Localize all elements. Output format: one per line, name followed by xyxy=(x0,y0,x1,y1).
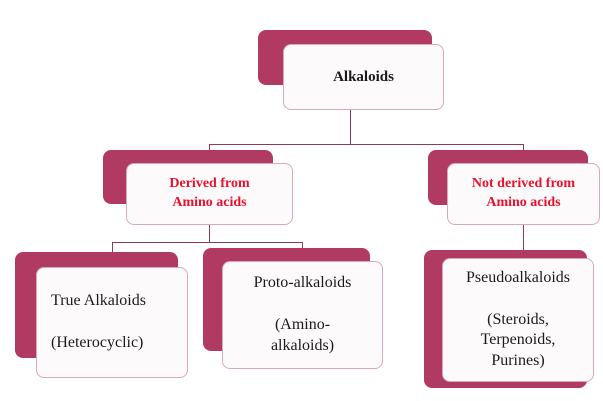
connector-root-bar xyxy=(209,144,524,145)
node-true-alkaloids-label: True Alkaloids (Heterocyclic) xyxy=(36,267,188,378)
connector-derived-drop xyxy=(209,144,210,151)
node-proto-alkaloids-label: Proto-alkaloids (Amino- alkaloids) xyxy=(222,261,383,369)
connector-derived-stem xyxy=(209,225,210,243)
connector-not-derived-drop xyxy=(523,144,524,151)
node-alkaloids-label: Alkaloids xyxy=(283,44,444,110)
node-pseudoalkaloids: Pseudoalkaloids (Steroids, Terpenoids, P… xyxy=(424,250,596,388)
node-not-derived-from-amino-acids: Not derived from Amino acids xyxy=(428,150,600,225)
connector-root-stem xyxy=(350,110,351,145)
node-derived-label: Derived from Amino acids xyxy=(126,163,293,225)
connector-true-alkaloids-drop xyxy=(112,242,113,253)
connector-proto-alkaloids-drop xyxy=(302,242,303,249)
node-alkaloids: Alkaloids xyxy=(258,30,444,110)
node-true-alkaloids: True Alkaloids (Heterocyclic) xyxy=(15,252,188,378)
node-proto-alkaloids: Proto-alkaloids (Amino- alkaloids) xyxy=(203,248,383,369)
node-not-derived-label: Not derived from Amino acids xyxy=(447,163,600,225)
connector-pseudoalkaloids-stem xyxy=(523,225,524,251)
node-pseudoalkaloids-label: Pseudoalkaloids (Steroids, Terpenoids, P… xyxy=(442,258,594,382)
connector-derived-bar xyxy=(112,242,303,243)
node-derived-from-amino-acids: Derived from Amino acids xyxy=(103,150,293,225)
